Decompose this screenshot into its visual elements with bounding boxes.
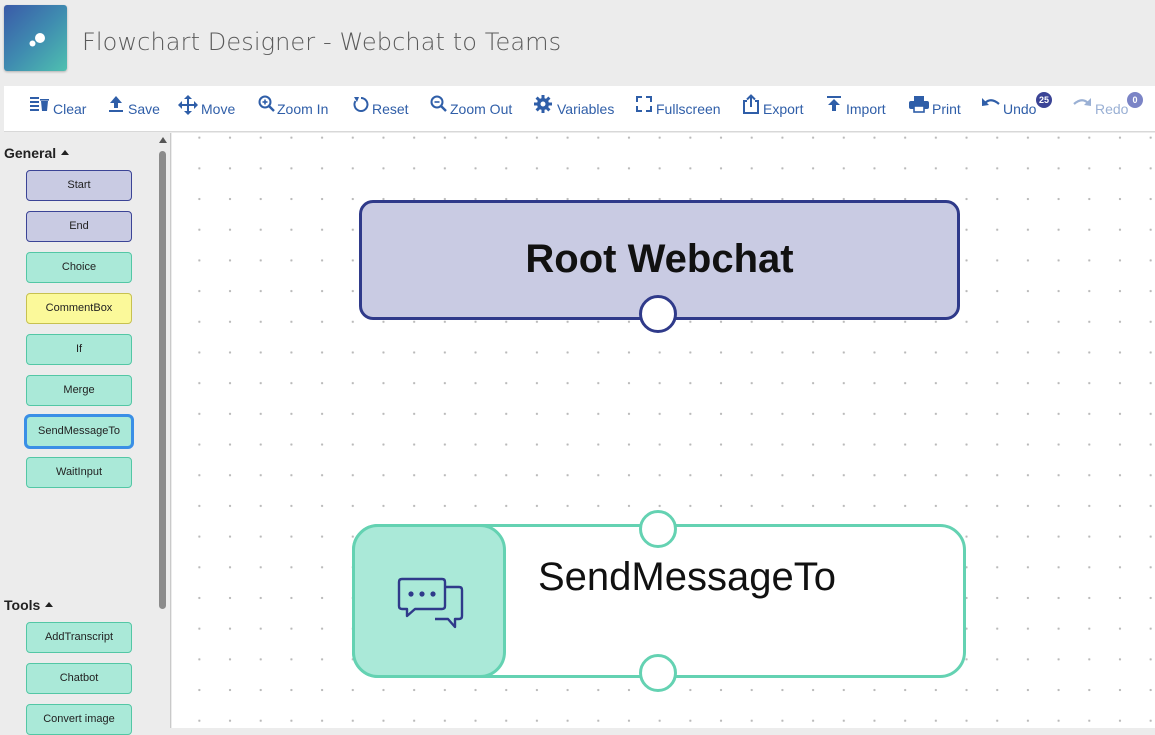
redo-button[interactable]: Redo 0 <box>1071 86 1149 132</box>
palette-commentbox[interactable]: CommentBox <box>26 293 132 324</box>
palette-merge[interactable]: Merge <box>26 375 132 406</box>
variables-button[interactable]: Variables <box>533 86 619 132</box>
undo-label: Undo <box>1003 101 1037 117</box>
reset-label: Reset <box>372 101 409 117</box>
sidebar-scrollbar[interactable] <box>157 137 168 728</box>
zoom-in-label: Zoom In <box>277 101 329 117</box>
general-section-title: General <box>4 145 57 161</box>
undo-icon <box>982 98 1000 106</box>
redo-icon <box>1073 98 1091 106</box>
printer-icon <box>909 96 929 113</box>
node-palette-sidebar: General Start End Choice CommentBox If M… <box>0 133 171 735</box>
sendmessageto-node-title: SendMessageTo <box>538 555 836 599</box>
zoom-out-icon <box>430 95 447 112</box>
palette-end[interactable]: End <box>26 211 132 242</box>
import-label: Import <box>846 101 886 117</box>
move-button[interactable]: Move <box>177 86 239 132</box>
export-button[interactable]: Export <box>741 86 809 132</box>
zoom-in-icon <box>258 95 275 112</box>
palette-if[interactable]: If <box>26 334 132 365</box>
page-title: Flowchart Designer - Webchat to Teams <box>82 28 562 56</box>
palette-start[interactable]: Start <box>26 170 132 201</box>
app-header: Flowchart Designer - Webchat to Teams <box>0 0 1155 86</box>
flowchart-canvas[interactable]: Root Webchat SendMessageTo <box>172 133 1155 728</box>
palette-addtranscript[interactable]: AddTranscript <box>26 622 132 653</box>
fullscreen-button[interactable]: Fullscreen <box>635 86 727 132</box>
save-label: Save <box>128 101 160 117</box>
print-label: Print <box>932 101 961 117</box>
palette-chatbot[interactable]: Chatbot <box>26 663 132 694</box>
app-logo <box>4 5 67 71</box>
export-label: Export <box>763 101 804 117</box>
sendmessageto-output-port[interactable] <box>639 654 677 692</box>
toolbar: Clear Save Move Zoom In Reset <box>4 86 1155 132</box>
undo-count-badge: 25 <box>1036 92 1052 108</box>
reset-button[interactable]: Reset <box>351 86 413 132</box>
tools-section-header[interactable]: Tools <box>4 597 54 613</box>
zoom-out-label: Zoom Out <box>450 101 513 117</box>
export-icon <box>743 94 759 114</box>
palette-sendmessageto[interactable]: SendMessageTo <box>24 414 134 449</box>
zoom-in-button[interactable]: Zoom In <box>257 86 335 132</box>
redo-count-badge: 0 <box>1127 92 1143 108</box>
general-section-header[interactable]: General <box>4 145 70 161</box>
palette-waitinput[interactable]: WaitInput <box>26 457 132 488</box>
variables-label: Variables <box>557 101 615 117</box>
scrollbar-thumb[interactable] <box>159 151 166 609</box>
clear-list-icon <box>30 97 49 111</box>
sendmessageto-input-port[interactable] <box>639 510 677 548</box>
node-icon-box <box>352 524 506 678</box>
root-node-title: Root Webchat <box>525 237 794 281</box>
print-button[interactable]: Print <box>908 86 970 132</box>
tools-section-title: Tools <box>4 597 41 613</box>
bubbles-logo-icon <box>29 33 45 47</box>
import-icon <box>827 96 841 111</box>
chat-bubbles-icon <box>397 577 464 629</box>
undo-button[interactable]: Undo 25 <box>980 86 1054 132</box>
redo-label: Redo <box>1095 101 1129 117</box>
fullscreen-label: Fullscreen <box>656 101 721 117</box>
reset-icon <box>353 97 369 112</box>
gear-icon <box>534 95 552 113</box>
move-label: Move <box>201 101 236 117</box>
palette-convert-image[interactable]: Convert image <box>26 704 132 735</box>
clear-label: Clear <box>53 101 87 117</box>
fullscreen-icon <box>636 96 652 112</box>
move-arrows-icon <box>178 95 198 115</box>
save-button[interactable]: Save <box>107 86 163 132</box>
import-button[interactable]: Import <box>825 86 893 132</box>
zoom-out-button[interactable]: Zoom Out <box>429 86 517 132</box>
caret-up-icon <box>61 150 70 155</box>
caret-up-icon <box>45 602 54 607</box>
palette-choice[interactable]: Choice <box>26 252 132 283</box>
root-output-port[interactable] <box>639 295 677 333</box>
scroll-up-arrow-icon[interactable] <box>159 137 167 143</box>
clear-button[interactable]: Clear <box>29 86 89 132</box>
upload-save-icon <box>109 96 123 112</box>
